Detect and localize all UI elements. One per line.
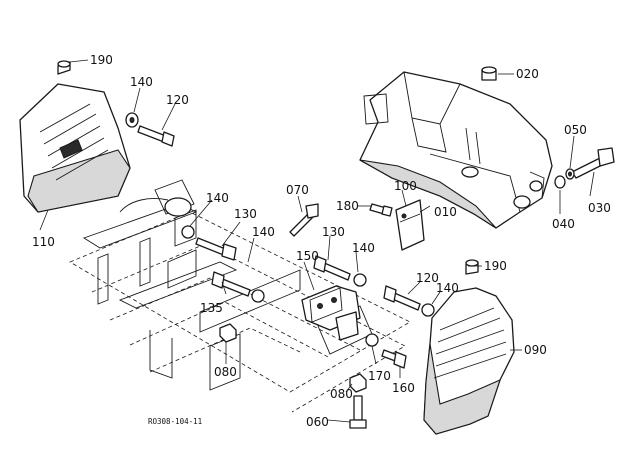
- callout-140-c140b: 140: [206, 191, 229, 205]
- mounting-bracket-150: [301, 285, 361, 341]
- callout-040-c040: 040: [552, 217, 575, 231]
- fastener-190-right: [465, 259, 479, 275]
- callout-150-c150: 150: [296, 249, 319, 263]
- callout-170-c170: 170: [368, 369, 391, 383]
- bolt-180: [369, 203, 393, 217]
- callout-110-c110: 110: [32, 235, 55, 249]
- callout-140-c140d: 140: [352, 241, 375, 255]
- nut-080-left: [219, 323, 237, 343]
- callout-180-c180: 180: [336, 199, 359, 213]
- bolt-160: [381, 349, 407, 369]
- reference-code: RO308-104-11: [148, 417, 202, 426]
- right-cover-090: [423, 287, 515, 435]
- leader-lines: [39, 59, 595, 423]
- washer-170: [365, 333, 379, 347]
- callout-120-c120b: 120: [416, 271, 439, 285]
- bracket-plate-100: [395, 199, 425, 251]
- callout-140-c140a: 140: [130, 75, 153, 89]
- callout-080-c080a: 080: [214, 365, 237, 379]
- bolt-030: [571, 147, 615, 179]
- bolt-060: [349, 395, 367, 429]
- callout-020-c020: 020: [516, 67, 539, 81]
- callout-130-c130b: 130: [322, 225, 345, 239]
- callout-160-c160: 160: [392, 381, 415, 395]
- callout-090-c090: 090: [524, 343, 547, 357]
- washer-140-mid: [181, 225, 195, 239]
- callout-labels: 1901401200200500701401301401801000100400…: [32, 53, 611, 429]
- callout-070-c070: 070: [286, 183, 309, 197]
- washer-140-top: [125, 112, 139, 128]
- callout-120-c120a: 120: [166, 93, 189, 107]
- callout-060-c060: 060: [306, 415, 329, 429]
- rear-cover-010: [359, 71, 553, 229]
- callout-140-c140e: 140: [436, 281, 459, 295]
- callout-135-c135: 135: [200, 301, 223, 315]
- plug-020: [481, 66, 497, 81]
- washer-140-right: [353, 273, 367, 287]
- washer-040: [554, 175, 566, 189]
- callout-010-c010: 010: [434, 205, 457, 219]
- fastener-190-top: [57, 60, 71, 75]
- callout-030-c030: 030: [588, 201, 611, 215]
- callout-190-c190a: 190: [90, 53, 113, 67]
- left-cover-110: [19, 83, 131, 213]
- callout-130-c130a: 130: [234, 207, 257, 221]
- bolt-070: [289, 203, 319, 237]
- bolt-130-mid: [195, 237, 237, 261]
- bolt-120-top: [137, 125, 175, 147]
- callout-080-c080b: 080: [330, 387, 353, 401]
- washer-140-far-right: [421, 303, 435, 317]
- bolt-130-right: [313, 255, 351, 281]
- callout-050-c050: 050: [564, 123, 587, 137]
- washer-050: [565, 168, 575, 180]
- bolt-120-right: [383, 285, 421, 311]
- callout-190-c190b: 190: [484, 259, 507, 273]
- washer-140-lower: [251, 289, 265, 303]
- callout-100-c100: 100: [394, 179, 417, 193]
- callout-140-c140c: 140: [252, 225, 275, 239]
- bolt-135: [211, 271, 251, 297]
